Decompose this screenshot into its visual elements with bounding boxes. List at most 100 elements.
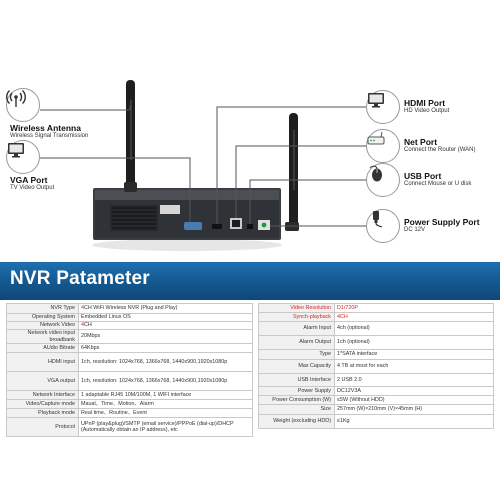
spec-label: Network Interface (6, 390, 79, 400)
spec-value: DC12V3A (334, 386, 494, 396)
spec-value: 64Kbps (78, 343, 253, 353)
wireless-antenna-title: Wireless Antenna (10, 123, 81, 133)
spec-value-text: CH WiFi Wireless NVR (Plug and Play) (84, 305, 178, 312)
spec-value: 4 TB at most for each (334, 359, 494, 374)
spec-label: Max Capacity (258, 359, 335, 374)
spec-value-text: Maual、Time、Motion、Alarm (81, 400, 154, 407)
monitor-icon (366, 90, 400, 124)
usb-port-title: USB Port (404, 171, 442, 182)
spec-label: Video Resolution (258, 303, 335, 313)
callout-net-port: Net Port Connect the Router (WAN) (366, 129, 475, 163)
antenna-right (285, 113, 299, 231)
monitor-icon (6, 140, 40, 174)
spec-value: Embedded Linux OS (78, 313, 253, 322)
power-port-title: Power Supply Port (404, 217, 480, 228)
spec-label: Alarm Output (258, 335, 335, 350)
vga-port-title: VGA Port (10, 175, 48, 185)
spec-label: Power Supply (258, 386, 335, 396)
wireless-antenna-label: Wireless Antenna Wireless Signal Transmi… (10, 124, 88, 139)
spec-label: Synch-playback (258, 312, 335, 322)
spec-value: 1ch, resolution: 1024x768, 1366x768, 144… (78, 371, 253, 391)
spec-value: 4CH (78, 321, 253, 330)
spec-label: Protocol (6, 417, 79, 437)
spec-value: 20Mbps (78, 329, 253, 344)
net-port-title: Net Port (404, 137, 438, 148)
hdmi-port-subtitle: HD Video Output (404, 108, 450, 115)
spec-label: VGA output (6, 371, 79, 391)
hdmi-port-title: HDMI Port (404, 98, 446, 109)
banner-title: NVR Patameter (10, 268, 150, 289)
spec-label: Network video input broadbank (6, 329, 79, 344)
callout-wireless-antenna (6, 88, 40, 122)
spec-value-text: Real time、Routine、Event (81, 409, 147, 416)
spec-value-text: 1ch, resolution: 1024x768, 1366x768, 144… (81, 358, 228, 365)
spec-value: 4ch (optional) (334, 321, 494, 336)
spec-value: 257mm (W)×210mm (V)×45mm (H) (334, 404, 494, 415)
parameter-banner: NVR Patameter (0, 262, 500, 300)
power-plug-icon (366, 209, 400, 243)
spec-value: 1ch, resolution: 1024x768, 1366x768, 144… (78, 352, 253, 372)
spec-value: Real time、Routine、Event (78, 408, 253, 418)
spec-label: USB Interface (258, 373, 335, 387)
spec-label: NVR Type (6, 303, 79, 314)
spec-label: Power Consumption (W) (258, 395, 335, 405)
usb-port-subtitle: Connect Mouse or U disk (404, 181, 472, 188)
spec-value-text: 1 adaptable RJ45 10M/100M, 1 WIFI interf… (81, 391, 192, 398)
spec-label: Playback mode (6, 408, 79, 418)
power-port-subtitle: DC 12V (404, 227, 426, 234)
spec-label: Type (258, 349, 335, 360)
net-port-subtitle: Connect the Router (WAN) (404, 147, 476, 154)
spec-value-text: UPnP (play&plug)/SMTP (email service)/PP… (81, 420, 234, 433)
spec-row: Power Consumption (W)≤5W (Without HDD) (258, 395, 494, 405)
callout-vga-port (6, 140, 40, 174)
spec-value-text: CH (84, 322, 92, 329)
nvr-device (93, 188, 281, 240)
spec-value-highlight: 4 (81, 322, 84, 329)
wireless-antenna-subtitle: Wireless Signal Transmission (10, 132, 89, 139)
spec-value-text: 64Kbps (81, 344, 100, 351)
wireless-signal-icon (6, 88, 40, 122)
spec-label: Operating System (6, 313, 79, 322)
spec-label: HDMI input (6, 352, 79, 372)
spec-value: ≤1Kg (334, 414, 494, 429)
spec-value-highlight: 4 (81, 305, 84, 312)
spec-value: 1*SATA interface (334, 349, 494, 360)
spec-value: 4CH (334, 312, 494, 322)
product-diagram: Wireless Antenna Wireless Signal Transmi… (6, 80, 480, 251)
spec-label: Weight (excluding HDD) (258, 414, 335, 429)
spec-label: Video/Capture mode (6, 399, 79, 409)
spec-label: Size (258, 404, 335, 415)
callout-usb-port: USB Port Connect Mouse or U disk (366, 163, 471, 197)
spec-value: 1 adaptable RJ45 10M/100M, 1 WIFI interf… (78, 390, 253, 400)
spec-value-text: 1ch, resolution: 1024x768, 1366x768, 144… (81, 377, 228, 384)
spec-row: Weight (excluding HDD)≤1Kg (258, 414, 494, 429)
mouse-icon (366, 163, 400, 197)
spec-value: 4CH WiFi Wireless NVR (Plug and Play) (78, 303, 253, 314)
antenna-left (124, 80, 137, 192)
spec-value-text: 20Mbps (81, 333, 101, 340)
spec-value: Maual、Time、Motion、Alarm (78, 399, 253, 409)
spec-value: 2 USB 2.0 (334, 373, 494, 387)
spec-value: D1/720P (334, 303, 494, 313)
